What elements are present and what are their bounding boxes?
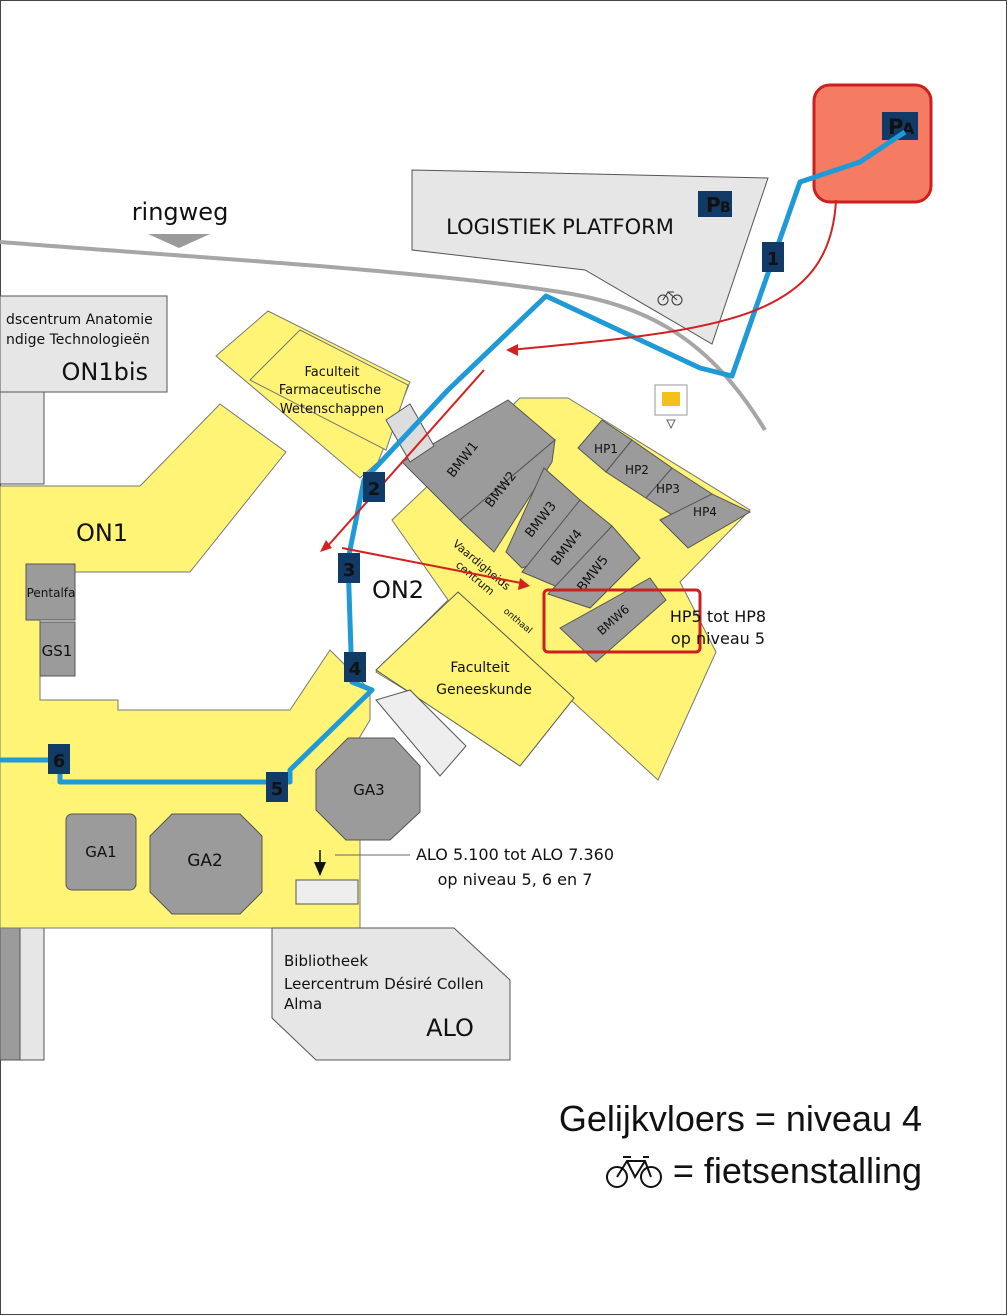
room-hp4-label: HP4 <box>693 505 717 519</box>
arrow-head-icon <box>320 540 332 552</box>
alo-note-line1: ALO 5.100 tot ALO 7.360 <box>416 845 614 864</box>
stairs-geneeskunde <box>375 689 467 777</box>
ring-road-arrow-icon <box>148 234 210 248</box>
parking-area-pa <box>812 83 933 204</box>
building-on1bis <box>0 295 168 393</box>
ring-road-label: ringweg <box>132 198 229 226</box>
route-step-2: 2 <box>363 472 385 502</box>
on1bis-line2: ndige Technologieën <box>6 332 150 348</box>
route-step-1: 1 <box>762 242 784 272</box>
on2-label: ON2 <box>372 576 424 604</box>
alo-note-line2: op niveau 5, 6 en 7 <box>438 870 593 889</box>
svg-text:5: 5 <box>271 779 284 800</box>
gs1-label: GS1 <box>42 642 73 660</box>
svg-text:2: 2 <box>368 479 381 500</box>
room-hp1-label: HP1 <box>594 442 618 456</box>
building-logistiek-platform <box>411 169 769 345</box>
room-ga3 <box>315 737 421 841</box>
route-step-6: 6 <box>48 744 70 774</box>
room-ga1 <box>65 813 137 891</box>
on1-label: ON1 <box>76 519 128 547</box>
logistiek-label: LOGISTIEK PLATFORM <box>446 215 674 239</box>
room-hp2-label: HP2 <box>625 463 649 477</box>
direction-arrows <box>325 199 837 585</box>
farmaceutische-line1: Faculteit <box>304 365 359 380</box>
building-corridor-west <box>0 391 45 485</box>
legend-bike: = fietsenstalling <box>605 1150 922 1192</box>
route-step-5: 5 <box>266 772 288 802</box>
stairs-alo <box>295 879 359 905</box>
on1bis-line1: dscentrum Anatomie <box>6 312 153 328</box>
room-ga2-label: GA2 <box>187 851 223 871</box>
arrow-head-icon <box>518 578 530 590</box>
route-step-3: 3 <box>338 553 360 583</box>
svg-text:3: 3 <box>343 560 356 581</box>
alo-line3: Alma <box>284 995 322 1013</box>
hp-note-line2: op niveau 5 <box>671 629 765 648</box>
svg-text:6: 6 <box>53 751 66 772</box>
room-ga3-label: GA3 <box>353 781 384 799</box>
pentalfa-label: Pentalfa <box>27 586 76 600</box>
legend-floor: Gelijkvloers = niveau 4 <box>558 1098 922 1139</box>
svg-text:B: B <box>720 200 731 216</box>
room-bmw2 <box>459 438 556 553</box>
svg-text:4: 4 <box>349 659 362 680</box>
alo-label: ALO <box>426 1014 474 1042</box>
route-step-4: 4 <box>344 652 366 682</box>
geneeskunde-line2: Geneeskunde <box>436 682 532 698</box>
walking-route <box>0 129 907 785</box>
farmaceutische-line2: Farmaceutische <box>279 383 381 398</box>
bicycle-icon <box>605 1156 662 1188</box>
building-pentalfa <box>25 563 76 621</box>
room-ga1-label: GA1 <box>85 843 116 861</box>
building-farmaceutische <box>249 329 409 451</box>
legend-bike-label: = fietsenstalling <box>672 1150 922 1191</box>
bicycle-icon <box>657 291 683 306</box>
room-hp3-label: HP3 <box>656 482 680 496</box>
geneeskunde-line1: Faculteit <box>450 660 510 676</box>
signpost-logo-icon <box>662 392 680 406</box>
room-bmw5 <box>547 525 641 609</box>
highlight-box-hp <box>542 588 702 654</box>
room-ga2 <box>149 813 263 915</box>
farmaceutische-line3: Wetenschappen <box>280 402 384 417</box>
alo-line1: Bibliotheek <box>284 952 368 970</box>
building-alo <box>271 927 511 1061</box>
hp-note-line1: HP5 tot HP8 <box>670 607 766 626</box>
arrow-head-icon <box>506 344 518 356</box>
svg-text:P: P <box>706 193 721 217</box>
building-gs1 <box>39 621 76 677</box>
alo-line2: Leercentrum Désiré Collen <box>284 975 484 993</box>
room-hp4 <box>659 493 752 549</box>
ring-road <box>0 240 767 432</box>
entrance-arrow-alo-icon <box>314 862 326 876</box>
on1bis-label: ON1bis <box>61 358 148 386</box>
svg-text:1: 1 <box>767 249 780 270</box>
building-geneeskunde <box>375 591 575 767</box>
parking-badge-pb: P B <box>698 191 732 217</box>
